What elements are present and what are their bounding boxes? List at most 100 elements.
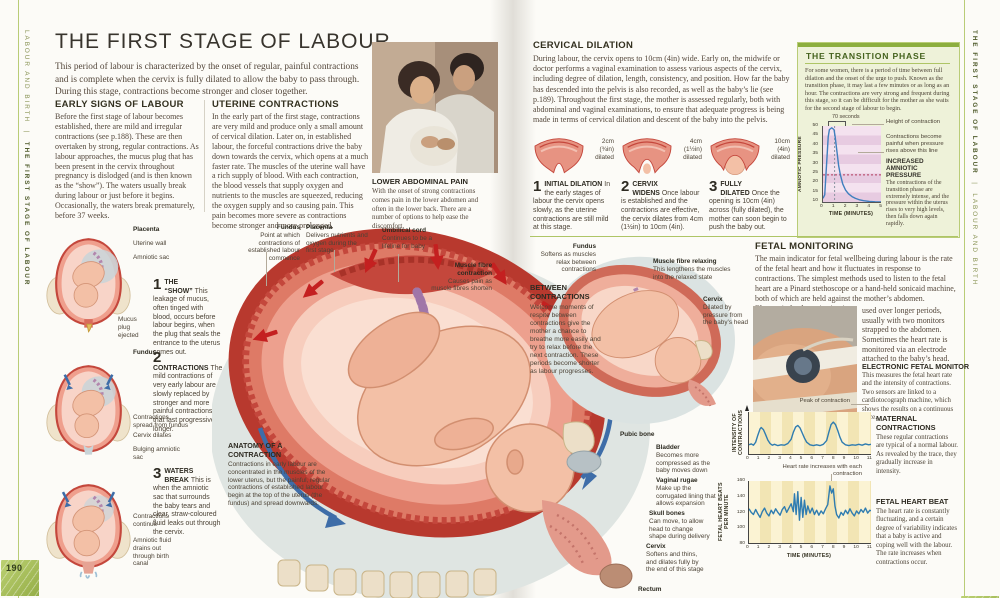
height-of-contraction-note: Height of contraction <box>886 119 941 125</box>
cervical-dilation-heading: CERVICAL DILATION <box>533 40 634 51</box>
anatomy-note-body: Contractions in early labour are concent… <box>228 461 330 508</box>
stage3-label-contractions-continue: Contractions continue <box>133 513 169 528</box>
increased-pressure-heading: INCREASED AMNIOTIC PRESSURE <box>886 158 924 180</box>
fetal-caption: FETAL HEART BEAT The heart rate is const… <box>876 497 958 567</box>
transition-heading: THE TRANSITION PHASE <box>806 51 927 61</box>
stage3-uterus-illustration <box>46 470 131 588</box>
leader-line <box>851 404 869 405</box>
fetal-caption-body: The heart rate is constantly fluctuating… <box>876 508 957 566</box>
label-rectum: Rectum <box>638 586 662 593</box>
between-heading: BETWEEN CONTRACTIONS <box>530 283 590 301</box>
heart-rate-note: Heart rate increases with each contracti… <box>782 464 862 477</box>
between-body: Welcome moments of respite between contr… <box>530 304 601 376</box>
right-running-head: THE FIRST STAGE OF LABOUR | LABOUR AND B… <box>971 30 978 287</box>
maternal-caption-heading: MATERNAL CONTRACTIONS <box>876 414 936 432</box>
uterine-contractions-body: In the early part of the first stage, co… <box>212 112 369 230</box>
left-running-head: LABOUR AND BIRTH | THE FIRST STAGE OF LA… <box>23 30 30 287</box>
fetal-monitoring-body1: The main indicator for fetal wellbeing d… <box>755 254 956 313</box>
uterine-contractions-heading: UTERINE CONTRACTIONS <box>212 99 339 110</box>
pain-threshold-note: Contractions become painful when pressur… <box>886 134 944 154</box>
leader-line <box>831 474 832 482</box>
stage2-uterus-illustration <box>46 351 131 469</box>
stage1-label-uterine-wall: Uterine wall <box>133 240 167 247</box>
photo-caption-body: With the onset of strong contractions co… <box>372 187 479 231</box>
photo-couple-lower-abdominal-pain <box>372 42 498 173</box>
transition-x-axis-label: TIME (MINUTES) <box>828 211 874 217</box>
anatomy-note-heading: ANATOMY OF A CONTRACTION <box>228 441 283 459</box>
intro-paragraph: This period of labour is characterized b… <box>55 62 360 98</box>
transition-box-top-band <box>798 43 959 47</box>
dilation3-measure: 10cm (4in) dilated <box>771 138 790 161</box>
leader-line <box>334 250 335 272</box>
maternal-caption-body: These regular contractions are typical o… <box>876 434 958 475</box>
fetal-heart-rate-chart <box>748 481 871 544</box>
leader-line <box>852 124 884 125</box>
increased-pressure-body: The contractions of the transition phase… <box>886 180 949 227</box>
transition-chart <box>822 126 881 203</box>
transition-y-axis-label: AMNIOTIC PRESSURE <box>798 136 803 192</box>
maternal-contractions-chart <box>748 412 871 455</box>
dilation2-measure: 4cm (1½in) dilated <box>683 138 702 161</box>
stage1-uterus-illustration <box>46 222 131 344</box>
photo-caption-heading: LOWER ABDOMINAL PAIN <box>372 177 469 186</box>
stage1-label-mucus-plug: Mucus plug ejected <box>118 316 139 339</box>
transition-heading-rule <box>805 63 950 64</box>
axis-arrow-icon <box>745 405 749 411</box>
fetal-caption-heading: FETAL HEART BEAT <box>876 497 949 506</box>
between-contractions-note: BETWEEN CONTRACTIONS Welcome moments of … <box>530 283 602 376</box>
cervical-dilation-body: During labour, the cervix opens to 10cm … <box>533 54 790 125</box>
stage1-label-amniotic-sac: Amniotic sac <box>133 254 170 261</box>
section-separator-rule <box>530 236 958 237</box>
stage2-label-fundus: Fundus <box>133 349 157 356</box>
leader-line <box>858 152 884 153</box>
early-signs-heading: EARLY SIGNS OF LABOUR <box>55 99 184 110</box>
duration-label: 70 seconds <box>832 114 860 120</box>
right-page-number-badge: 191 <box>961 596 999 598</box>
efm-caption-heading: ELECTRONIC FETAL MONITOR <box>862 362 970 371</box>
dilation1-measure: 2cm (¾in) dilated <box>595 138 614 161</box>
peak-of-contraction-note: Peak of contraction <box>799 398 850 404</box>
column-divider <box>204 100 205 212</box>
transition-body: For some women, there is a period of tim… <box>805 67 950 112</box>
intensity-y-axis-label: INTENSITY OF CONTRACTIONS <box>732 409 744 455</box>
dilation1-illustration <box>533 136 585 176</box>
right-edge-rule <box>964 0 965 598</box>
left-page-number: 190 <box>6 563 23 573</box>
stage2-label-bulging-sac: Bulging amniotic sac <box>133 446 180 461</box>
fetal-monitoring-heading: FETAL MONITORING <box>755 241 854 252</box>
stage1-label-placenta: Placenta <box>133 226 160 233</box>
fetal-monitoring-body2: used over longer periods, usually with t… <box>862 306 950 364</box>
label-pubic-bone: Pubic bone <box>620 431 655 438</box>
anatomy-note: ANATOMY OF A CONTRACTION Contractions in… <box>228 441 334 508</box>
maternal-caption: MATERNAL CONTRACTIONS These regular cont… <box>876 414 958 476</box>
early-signs-body: Before the first stage of labour becomes… <box>55 112 199 221</box>
left-edge-rule <box>18 0 19 598</box>
dilation3-illustration <box>709 136 761 176</box>
fetal-x-axis-label: TIME (MINUTES) <box>786 553 832 559</box>
fetal-y-axis-label: FETAL HEART BEATS PER MINUTE <box>718 482 730 542</box>
page-title: THE FIRST STAGE OF LABOUR <box>55 30 391 53</box>
dilation2-illustration <box>621 136 673 176</box>
leader-line <box>398 254 399 282</box>
duration-bracket <box>828 121 846 126</box>
uterus-cross-section-illustration <box>210 228 662 598</box>
